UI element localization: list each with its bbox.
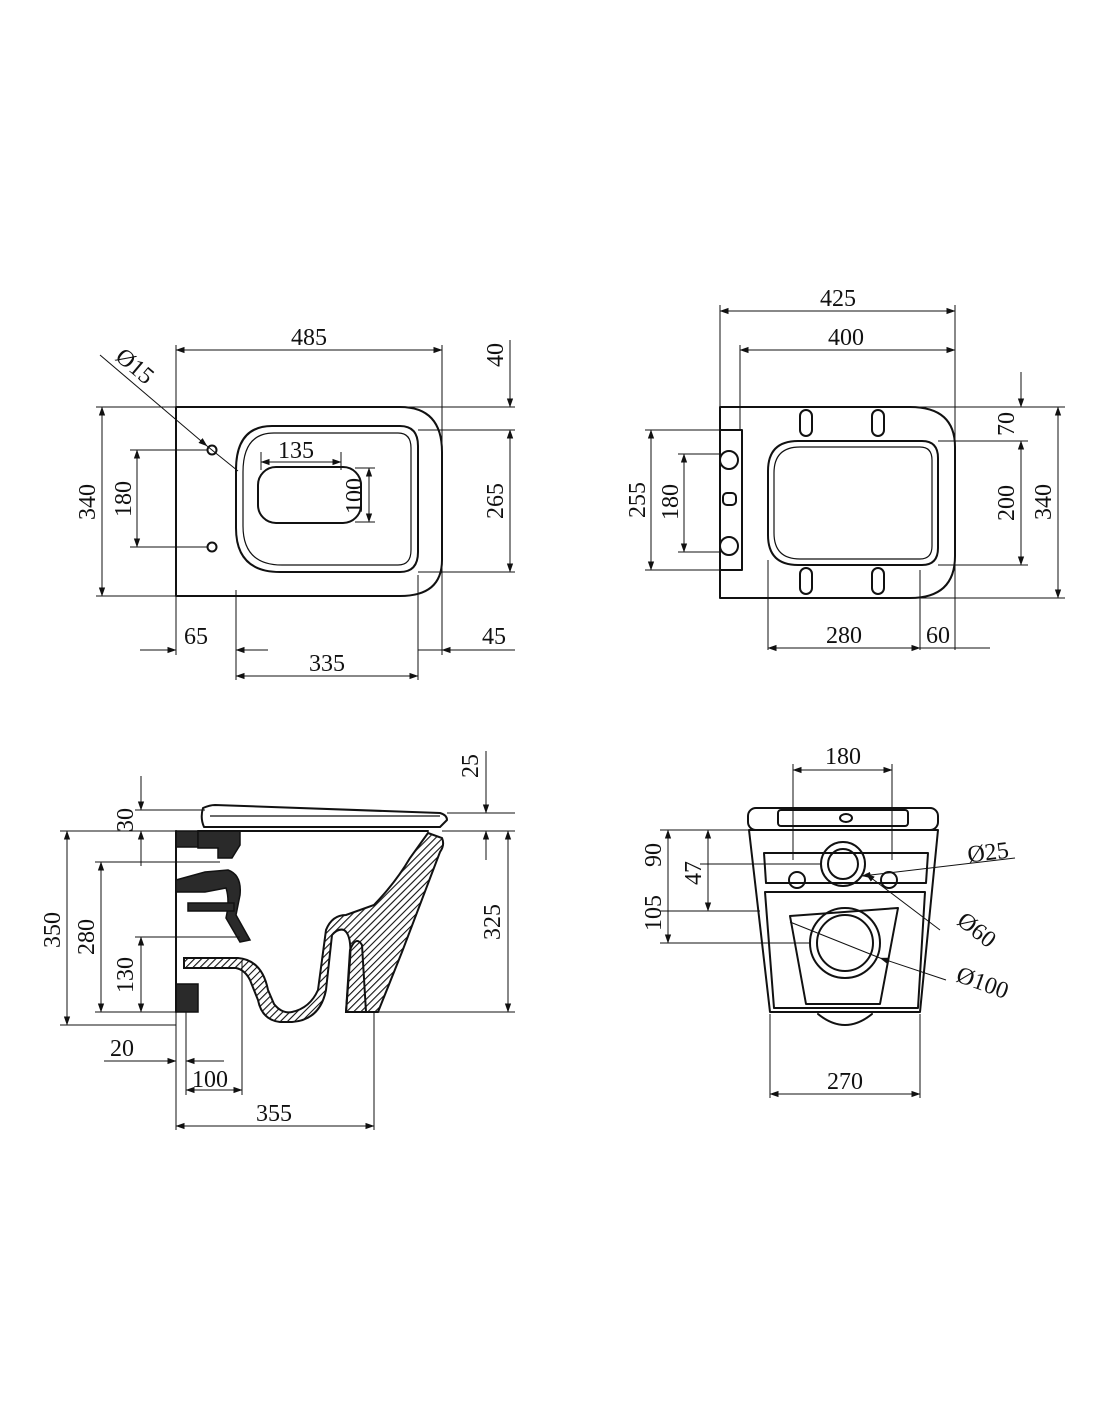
dim-60: 60 [926,623,950,649]
dim-485: 485 [291,325,327,351]
back-bottom-dip [817,1013,873,1026]
dim-200: 200 [994,485,1020,521]
back-view: 180 Ø25 90 47 105 Ø60 Ø100 270 [641,744,1016,1098]
top-view-rim-inner [242,432,412,566]
dim-280: 280 [826,623,862,649]
top-view: 485 40 Ø15 135 100 340 180 265 65 45 335 [75,325,515,680]
fixing-hole-top [206,444,218,456]
lid-inner [773,446,933,560]
dim-dia-60: Ø60 [952,908,1001,954]
back-hole-left [788,871,806,889]
water-inlet [197,830,241,859]
dim-45: 45 [482,624,506,650]
bumper-2 [871,409,885,437]
dim-340-seat: 340 [1031,484,1057,520]
dim-180: 180 [111,481,137,517]
rear-flange-bottom [175,983,199,1013]
dim-dia-15: Ø15 [110,343,158,389]
bowl-inner-curve [345,940,367,1013]
inlet-ring-outer [820,841,866,887]
dim-100: 100 [342,478,368,514]
bumper-1 [799,409,813,437]
lid-outline [767,440,939,566]
top-view-rim [235,425,419,573]
top-view-bowl-opening [257,466,362,524]
dim-130: 130 [113,957,139,993]
outlet-ring-inner [816,914,874,972]
dim-20: 20 [110,1036,134,1062]
hinge-top [719,450,739,470]
dim-25: 25 [458,754,484,778]
dim-47: 47 [681,861,707,885]
bumper-4 [871,567,885,595]
dim-40: 40 [483,343,509,367]
dim-325: 325 [480,904,506,940]
dim-135: 135 [278,438,314,464]
dim-350: 350 [40,912,66,948]
dim-265: 265 [483,483,509,519]
waste-pipe-lower [187,902,235,912]
outlet-ring-outer [809,907,881,979]
hinge-slot [722,492,737,506]
rear-flange-top [175,830,199,848]
dim-70: 70 [994,412,1020,436]
bowl-section [183,831,445,1023]
dim-dia-25: Ø25 [966,838,1010,869]
dim-400: 400 [828,325,864,351]
seat-view: 425 400 70 200 340 255 180 280 60 [625,286,1065,652]
dim-65: 65 [184,624,208,650]
side-view: 25 30 350 280 325 130 20 100 355 [40,751,515,1130]
dim-270: 270 [827,1069,863,1095]
dim-30: 30 [113,808,139,832]
back-outlet-frame [789,907,899,1005]
fixing-hole-bottom [206,541,218,553]
dim-255: 255 [625,482,651,518]
seat-outline [719,406,956,599]
hinge-bar [719,429,743,571]
back-seat-button [839,813,853,823]
dim-425: 425 [820,286,856,312]
waste-pipe [175,869,252,943]
dim-355: 355 [256,1101,292,1127]
back-flange-lower [764,891,926,1009]
dim-180-back: 180 [825,744,861,770]
dim-180-seat: 180 [658,484,684,520]
dim-100-side: 100 [192,1067,228,1093]
back-flange-upper [763,852,929,884]
back-hole-right [880,871,898,889]
dim-340: 340 [75,484,101,520]
back-body [748,829,939,1013]
inlet-ring-inner [827,848,859,880]
side-seat [200,804,448,828]
hinge-bottom [719,536,739,556]
back-seat-hinge [777,809,909,827]
dim-105: 105 [641,895,667,931]
bumper-3 [799,567,813,595]
dim-dia-100: Ø100 [953,962,1012,1005]
dim-90: 90 [641,843,667,867]
dim-280-side: 280 [74,919,100,955]
top-view-outline [175,406,443,597]
dim-335: 335 [309,651,345,677]
